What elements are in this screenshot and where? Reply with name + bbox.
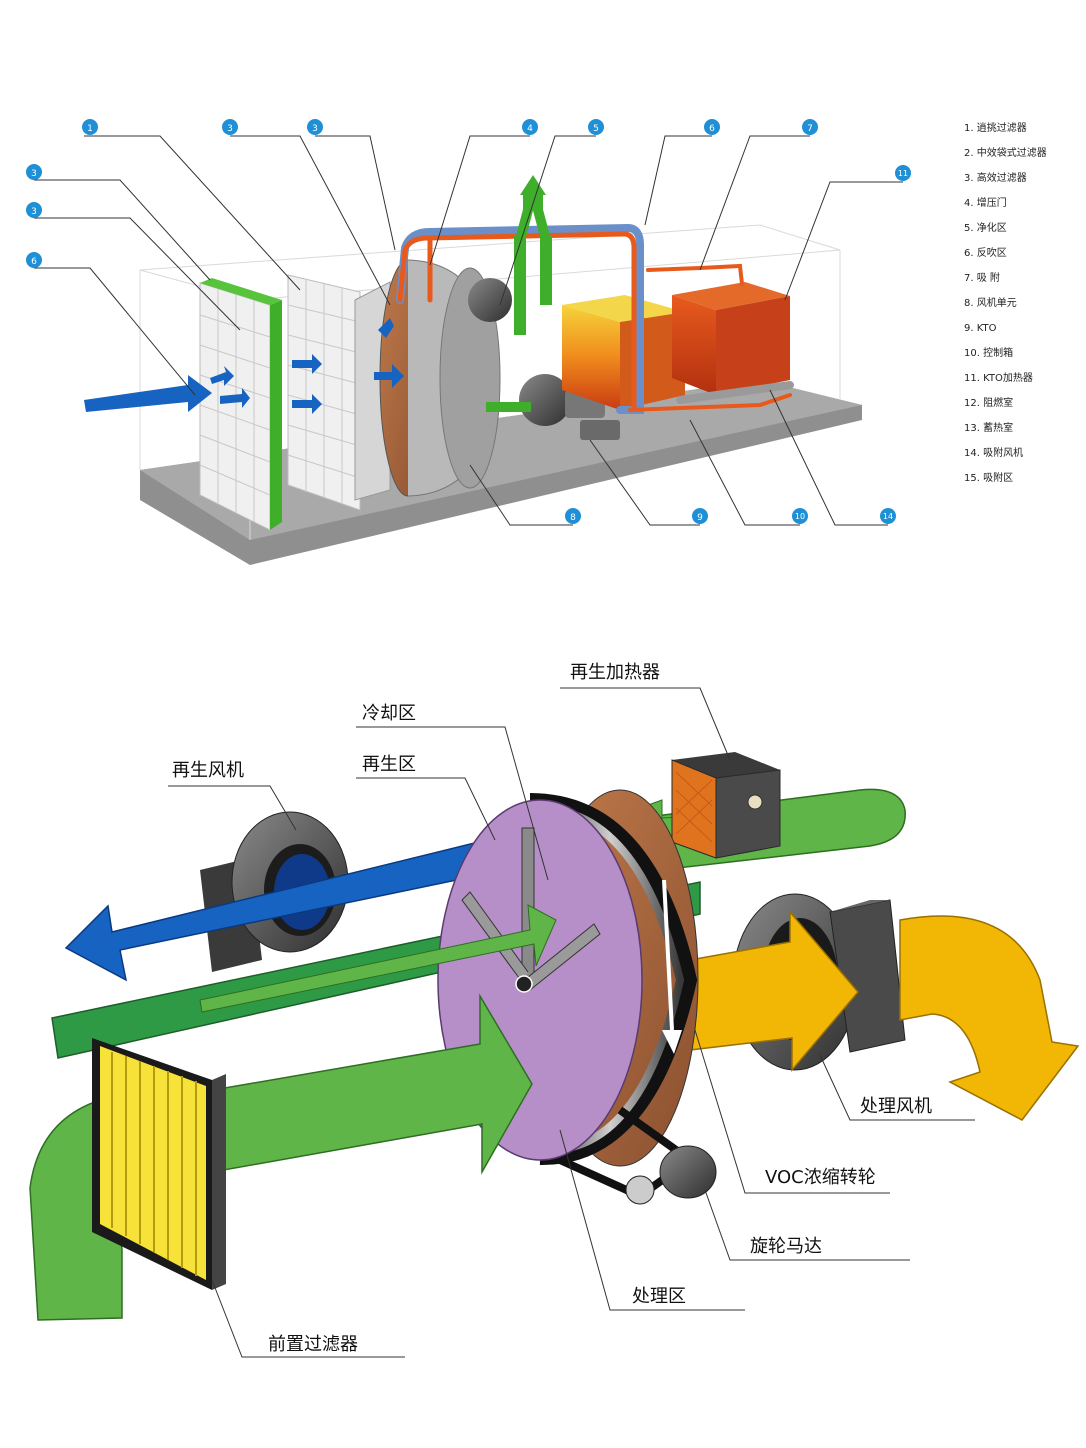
bottom-process-diagram: 再生加热器 冷却区 再生区 再生风机 处理风机 VOC浓缩转轮 旋轮马达 处理区…	[29, 662, 1080, 1358]
svg-text:3: 3	[31, 169, 37, 179]
label-regen-zone: 再生区	[362, 754, 416, 775]
process-yellow-arrow	[689, 909, 859, 1073]
badge-3a: 3	[222, 119, 238, 135]
label-cooling-zone: 冷却区	[362, 703, 416, 724]
wheel-motor	[558, 1106, 717, 1205]
legend-item-14: 14. 吸附风机	[964, 448, 1024, 459]
svg-text:14: 14	[883, 512, 893, 521]
svg-text:1: 1	[87, 124, 93, 134]
label-regen-heater: 再生加热器	[570, 662, 660, 683]
cooling-green-arrow	[199, 904, 557, 1013]
callout-lines	[34, 135, 903, 526]
label-regen-fan: 再生风机	[172, 760, 244, 781]
legend-item-11: 11. KTO加热器	[964, 373, 1033, 384]
bottom-leader-lines	[168, 687, 975, 1358]
filter-panel-1	[199, 278, 282, 531]
legend-item-3: 3. 高效过滤器	[964, 173, 1027, 184]
label-voc-wheel: VOC浓缩转轮	[765, 1167, 876, 1188]
svg-text:9: 9	[697, 513, 703, 523]
svg-text:7: 7	[807, 124, 813, 134]
kto-box	[562, 295, 685, 410]
legend-item-2: 2. 中效袋式过滤器	[964, 148, 1047, 159]
blue-airflow	[84, 318, 404, 414]
svg-text:3: 3	[31, 207, 37, 217]
callout-badges: 1 3 3 4 5 6 7 3 3 6 11 8 9 10 14	[26, 119, 911, 524]
badge-1: 1	[82, 119, 98, 135]
regen-blue-arrow	[64, 837, 496, 982]
badge-8: 8	[565, 508, 581, 524]
legend-item-1: 1. 逍挑过滤器	[964, 123, 1027, 134]
legend-item-9: 9. KTO	[964, 323, 997, 334]
process-yellow-exhaust	[899, 915, 1080, 1121]
badge-7: 7	[802, 119, 818, 135]
filter-panel-2	[287, 274, 361, 511]
green-exhaust-duct	[486, 175, 552, 412]
legend-list: 1. 逍挑过滤器 2. 中效袋式过滤器 3. 高效过滤器 4. 增压门 5. 净…	[964, 116, 1082, 491]
legend-item-6: 6. 反吹区	[964, 248, 1007, 259]
legend-item-12: 12. 阻燃室	[964, 398, 1014, 409]
kto-heater-box	[672, 282, 790, 395]
label-pre-filter: 前置过滤器	[268, 1334, 358, 1355]
top-system-diagram: 1 3 3 4 5 6 7 3 3 6 11 8 9 10 14	[26, 119, 911, 565]
badge-10: 10	[792, 508, 808, 524]
svg-text:10: 10	[795, 512, 805, 521]
svg-text:3: 3	[227, 124, 233, 134]
fan-unit	[468, 278, 620, 440]
badge-3d: 3	[26, 202, 42, 218]
badge-11: 11	[895, 165, 911, 181]
legend-item-13: 13. 蓄热室	[964, 423, 1014, 434]
badge-3c: 3	[26, 164, 42, 180]
label-process-fan: 处理风机	[860, 1096, 932, 1117]
badge-6a: 6	[704, 119, 720, 135]
svg-text:4: 4	[527, 124, 533, 134]
badge-6b: 6	[26, 252, 42, 268]
regen-heater	[671, 752, 781, 859]
svg-text:6: 6	[31, 257, 37, 267]
svg-text:5: 5	[593, 124, 599, 134]
label-process-zone: 处理区	[632, 1286, 686, 1307]
pre-filter	[92, 1038, 226, 1290]
legend-item-4: 4. 增压门	[964, 198, 1007, 209]
rotor-wheel	[379, 259, 501, 497]
bottom-labels: 再生加热器 冷却区 再生区 再生风机 处理风机 VOC浓缩转轮 旋轮马达 处理区…	[172, 662, 932, 1355]
legend-item-5: 5. 净化区	[964, 223, 1007, 234]
svg-text:8: 8	[570, 513, 576, 523]
badge-4: 4	[522, 119, 538, 135]
legend-item-15: 15. 吸附区	[964, 473, 1014, 484]
badge-3b: 3	[307, 119, 323, 135]
legend-item-8: 8. 风机单元	[964, 298, 1017, 309]
legend-item-10: 10. 控制箱	[964, 348, 1014, 359]
legend-item-7: 7. 吸 附	[964, 273, 1000, 284]
svg-text:6: 6	[709, 124, 715, 134]
label-wheel-motor: 旋轮马达	[750, 1236, 822, 1257]
svg-text:3: 3	[312, 124, 318, 134]
badge-14: 14	[880, 508, 896, 524]
svg-text:11: 11	[898, 169, 908, 178]
badge-9: 9	[692, 508, 708, 524]
badge-5: 5	[588, 119, 604, 135]
process-green-arrow	[189, 993, 533, 1177]
